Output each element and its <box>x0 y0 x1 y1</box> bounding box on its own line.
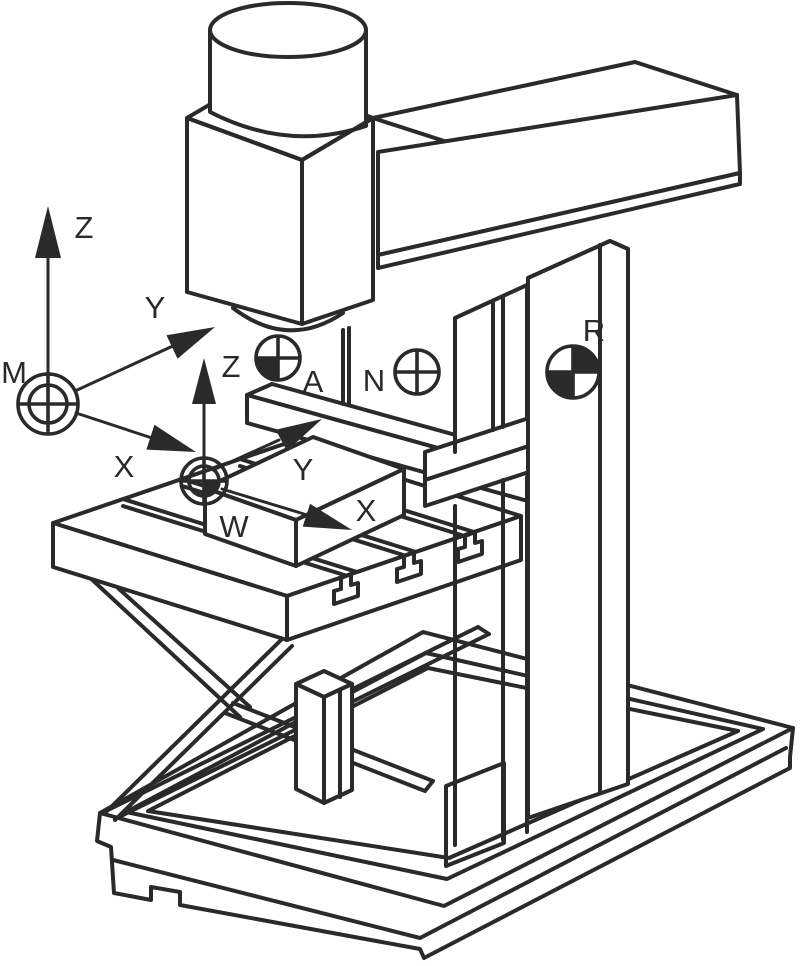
spindle-nose-arc <box>231 306 345 333</box>
workpiece-z-axis-arrow <box>192 358 216 404</box>
overarm <box>371 60 742 270</box>
machine-z-label: Z <box>75 210 94 245</box>
reference-point-crosshair <box>547 346 599 398</box>
reference-point-filled-sw <box>547 372 573 398</box>
column-guideway-lines <box>453 285 529 847</box>
workpiece-y-axis-line <box>211 438 281 472</box>
motor-cylinder-body <box>208 28 368 139</box>
quill-lines <box>341 326 351 406</box>
overarm-flange <box>376 171 742 270</box>
workpiece-x-label: X <box>356 493 377 528</box>
workpiece-zero-symbol <box>179 456 229 506</box>
machine-x-axis-line <box>74 411 154 440</box>
spindle-head <box>185 1 375 333</box>
cross-brace-steep <box>102 638 294 822</box>
reference-point-symbol: R <box>545 313 605 400</box>
workpiece-zero-crosshair <box>181 458 227 504</box>
machine-zero-label: M <box>1 355 27 390</box>
machine-z-axis-arrow <box>35 206 61 258</box>
tool-point-filled-quadrant <box>256 358 278 380</box>
machine-zero-system: M Z Y X <box>1 206 215 484</box>
t-slot-profile-3 <box>456 530 484 564</box>
t-slot-profile-1 <box>332 572 360 606</box>
mount-point-symbol: N <box>363 348 441 398</box>
base-skirt <box>95 726 795 960</box>
workpiece-y-axis-arrow <box>275 419 322 451</box>
machine-zero-symbol <box>16 372 80 436</box>
t-slot-profile-2 <box>395 550 423 584</box>
pedestal-left-face <box>294 682 326 805</box>
tool-point-crosshair <box>256 336 300 380</box>
workpiece-zero-system: W Z Y X <box>179 349 377 544</box>
tool-point-label: A <box>303 364 324 399</box>
machine-y-axis-arrow <box>166 327 215 359</box>
machine-x-axis-arrow <box>146 424 196 452</box>
machine-y-axis-line <box>73 343 177 393</box>
column-side-panel <box>526 239 630 820</box>
machine-zero-crosshair <box>18 374 78 434</box>
workpiece-x-axis-arrow <box>302 503 352 530</box>
workpiece-zero-filled-quadrant <box>204 481 219 496</box>
workpiece-z-label: Z <box>222 349 241 384</box>
column-foot <box>444 761 506 868</box>
workpiece-x-axis-line <box>220 487 306 516</box>
base-skirt-step <box>111 746 788 940</box>
mount-point-label: N <box>363 363 385 398</box>
head-top-edges-over-cylinder <box>185 116 375 162</box>
workpiece-y-label: Y <box>293 452 314 487</box>
reference-point-filled-ne <box>573 346 599 372</box>
motor-cylinder-top <box>208 1 368 59</box>
workpiece-zero-label: W <box>219 509 249 544</box>
machine-x-label: X <box>114 449 135 484</box>
workpiece-right-face <box>294 467 406 568</box>
left-support-plate <box>84 568 252 719</box>
reference-point-label: R <box>583 313 605 348</box>
machine-y-label: Y <box>145 290 166 325</box>
mount-point-crosshair <box>395 350 439 394</box>
knee-supports <box>84 568 491 822</box>
tool-point-symbol: A <box>254 334 324 399</box>
